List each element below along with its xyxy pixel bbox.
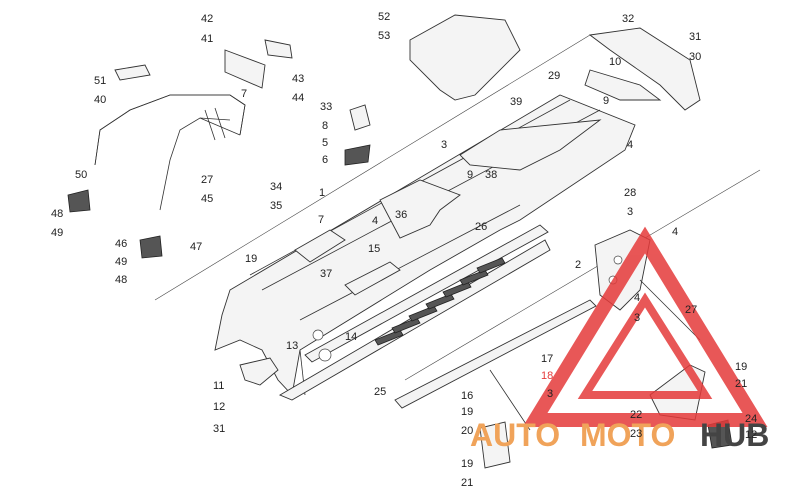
callout-c3d: 3 (547, 388, 553, 400)
guide-line-lower (404, 169, 761, 381)
callout-c30: 30 (689, 51, 701, 63)
callout-c19c: 19 (461, 406, 473, 418)
callout-c18: 18 (541, 370, 553, 382)
callout-c45: 45 (201, 193, 213, 205)
callout-c19d: 19 (461, 458, 473, 470)
running-board (394, 299, 597, 409)
callout-c3b: 3 (627, 206, 633, 218)
hitch-left (67, 189, 91, 213)
bumper-bracket (224, 49, 266, 89)
callout-c6: 6 (322, 154, 328, 166)
callout-c17: 17 (541, 353, 553, 365)
callout-c37: 37 (320, 268, 332, 280)
callout-c29: 29 (548, 70, 560, 82)
bracket-part-6 (344, 144, 371, 166)
callout-c4c: 4 (672, 226, 678, 238)
tail-light (239, 357, 279, 386)
callout-c52: 52 (378, 11, 390, 23)
fender-bracket (584, 69, 662, 101)
callout-c38: 38 (485, 169, 497, 181)
callout-c32: 32 (622, 13, 634, 25)
callout-c48b: 48 (115, 274, 127, 286)
callout-c21a: 21 (735, 378, 747, 390)
callout-c19a: 19 (245, 253, 257, 265)
support-arm (489, 369, 531, 431)
callout-c12a: 12 (213, 401, 225, 413)
callout-c4b: 4 (372, 215, 378, 227)
bumper-handle (264, 39, 293, 59)
callout-c3a: 3 (441, 139, 447, 151)
callout-c31b: 31 (213, 423, 225, 435)
callout-c44: 44 (292, 92, 304, 104)
callout-c1: 1 (319, 187, 325, 199)
callout-c23: 23 (630, 428, 642, 440)
callout-c34: 34 (270, 181, 282, 193)
cooler-slots (374, 257, 506, 346)
callout-c19b: 19 (735, 361, 747, 373)
bumper-cap (114, 64, 151, 81)
callout-c28: 28 (624, 187, 636, 199)
callout-c42: 42 (201, 13, 213, 25)
support-arm-2 (639, 279, 701, 341)
callout-c8: 8 (322, 120, 328, 132)
callout-c15: 15 (368, 243, 380, 255)
callout-c47: 47 (190, 241, 202, 253)
callout-c31a: 31 (689, 31, 701, 43)
callout-c12b: 12 (745, 429, 757, 441)
guide-line-upper (154, 34, 591, 301)
watermark-hub: HUB (700, 417, 769, 453)
callout-c20: 20 (461, 425, 473, 437)
callout-c48a: 48 (51, 208, 63, 220)
rear-fender (588, 27, 701, 111)
callout-c39: 39 (510, 96, 522, 108)
callout-c9a: 9 (603, 95, 609, 107)
callout-c46: 46 (115, 238, 127, 250)
hitch-right (139, 235, 163, 259)
seat-support (409, 14, 521, 101)
callout-c3c: 3 (634, 312, 640, 324)
callout-c22: 22 (630, 409, 642, 421)
callout-c35: 35 (270, 200, 282, 212)
watermark-moto: MOTO (580, 417, 675, 453)
callout-c21b: 21 (461, 477, 473, 489)
callout-c53: 53 (378, 30, 390, 42)
watermark-logo (522, 226, 768, 427)
callout-c49a: 49 (51, 227, 63, 239)
plate-part (479, 421, 511, 469)
callout-c4d: 4 (634, 292, 640, 304)
callout-c51: 51 (94, 75, 106, 87)
callout-c5: 5 (322, 137, 328, 149)
callout-c7a: 7 (241, 88, 247, 100)
callout-c16: 16 (461, 390, 473, 402)
rear-bumper (94, 94, 246, 211)
callout-c11: 11 (213, 380, 224, 392)
watermark-text: AUTO MOTO HUB (470, 417, 769, 453)
callout-c24: 24 (745, 413, 757, 425)
callout-c4a: 4 (627, 139, 633, 151)
pad-part (349, 104, 371, 131)
callout-c40: 40 (94, 94, 106, 106)
callout-c49b: 49 (115, 256, 127, 268)
callout-c27a: 27 (201, 174, 213, 186)
callout-c9b: 9 (467, 169, 473, 181)
callout-c33: 33 (320, 101, 332, 113)
callout-c41: 41 (201, 33, 213, 45)
callout-c26: 26 (475, 221, 487, 233)
callout-c7b: 7 (318, 214, 324, 226)
watermark-auto: AUTO (470, 417, 560, 453)
callout-c2: 2 (575, 259, 581, 271)
callout-c50: 50 (75, 169, 87, 181)
callout-c10: 10 (609, 56, 621, 68)
callout-c25: 25 (374, 386, 386, 398)
callout-c14: 14 (345, 331, 357, 343)
callout-c13: 13 (286, 340, 298, 352)
callout-c27b: 27 (685, 304, 697, 316)
callout-c43: 43 (292, 73, 304, 85)
callout-c36: 36 (395, 209, 407, 221)
